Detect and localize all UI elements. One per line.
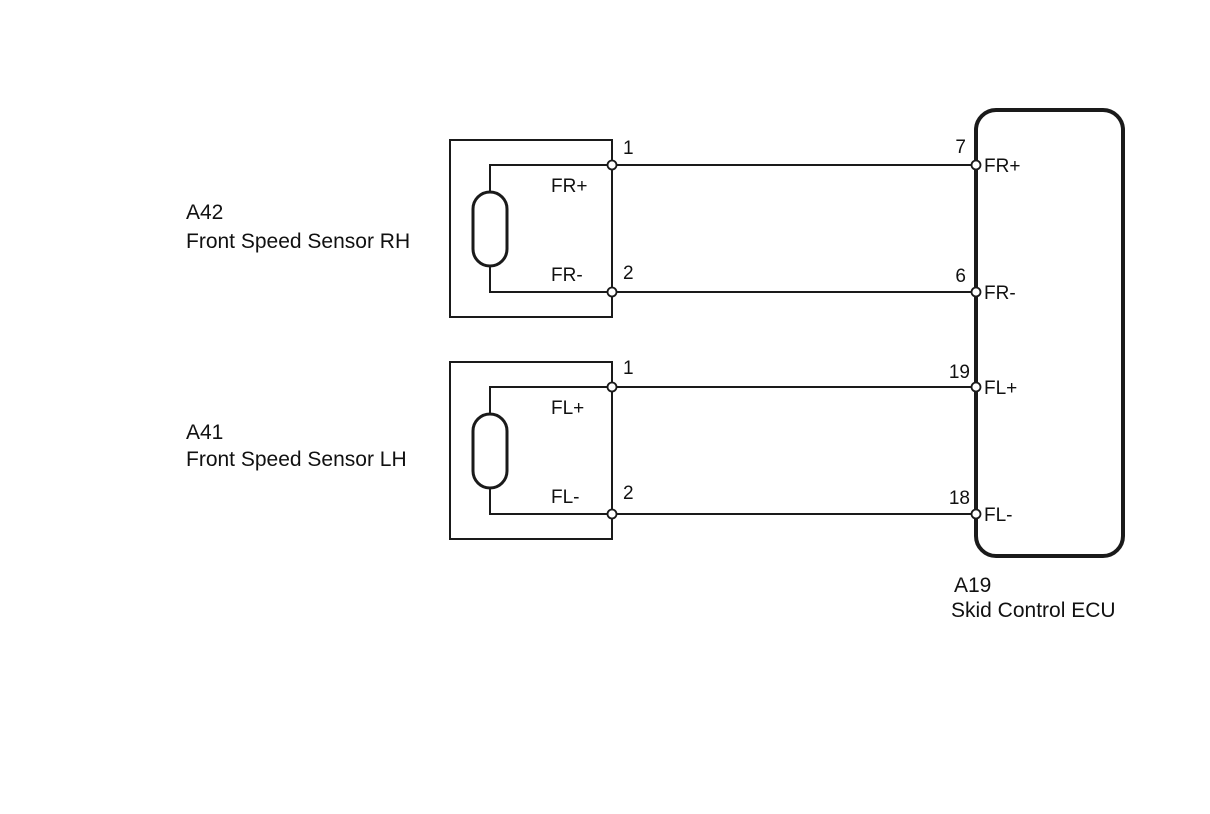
ecu-pin19-number: 19 xyxy=(949,362,970,383)
terminal-lh-pin1 xyxy=(606,381,618,393)
sensor-rh-connector-box xyxy=(449,139,613,318)
ecu-pin6-signal: FR- xyxy=(984,283,1016,304)
sensor-lh-code: A41 xyxy=(186,421,223,444)
sensor-lh-pin1-number: 1 xyxy=(623,358,634,379)
terminal-rh-pin1 xyxy=(606,159,618,171)
sensor-lh-pin2-signal: FL- xyxy=(551,487,580,508)
sensor-rh-code: A42 xyxy=(186,201,223,224)
ecu-pin7-number: 7 xyxy=(955,137,966,158)
sensor-lh-connector-box xyxy=(449,361,613,540)
terminal-rh-pin2 xyxy=(606,286,618,298)
sensor-lh-internal-wiring xyxy=(489,386,612,515)
sensor-lh-coil-icon xyxy=(471,412,509,490)
ecu-pin18-number: 18 xyxy=(949,488,970,509)
sensor-rh-pin1-number: 1 xyxy=(623,138,634,159)
ecu-pin19-signal: FL+ xyxy=(984,378,1017,399)
sensor-rh-coil-icon xyxy=(471,190,509,268)
ecu-pin18-signal: FL- xyxy=(984,505,1013,526)
sensor-rh-pin2-signal: FR- xyxy=(551,265,583,286)
terminal-ecu-pin18 xyxy=(970,508,982,520)
terminal-ecu-pin7 xyxy=(970,159,982,171)
sensor-lh-name: Front Speed Sensor LH xyxy=(186,448,407,471)
sensor-lh-pin1-signal: FL+ xyxy=(551,398,584,419)
terminal-ecu-pin19 xyxy=(970,381,982,393)
terminal-ecu-pin6 xyxy=(970,286,982,298)
terminal-lh-pin2 xyxy=(606,508,618,520)
sensor-rh-pin2-number: 2 xyxy=(623,263,634,284)
sensor-rh-name: Front Speed Sensor RH xyxy=(186,230,410,253)
ecu-pin6-number: 6 xyxy=(955,266,966,287)
ecu-code: A19 xyxy=(954,574,991,597)
ecu-box xyxy=(974,108,1125,558)
sensor-lh-pin2-number: 2 xyxy=(623,483,634,504)
ecu-pin7-signal: FR+ xyxy=(984,156,1020,177)
sensor-rh-pin1-signal: FR+ xyxy=(551,176,587,197)
sensor-rh-internal-wiring xyxy=(489,164,612,293)
ecu-name: Skid Control ECU xyxy=(951,599,1116,622)
